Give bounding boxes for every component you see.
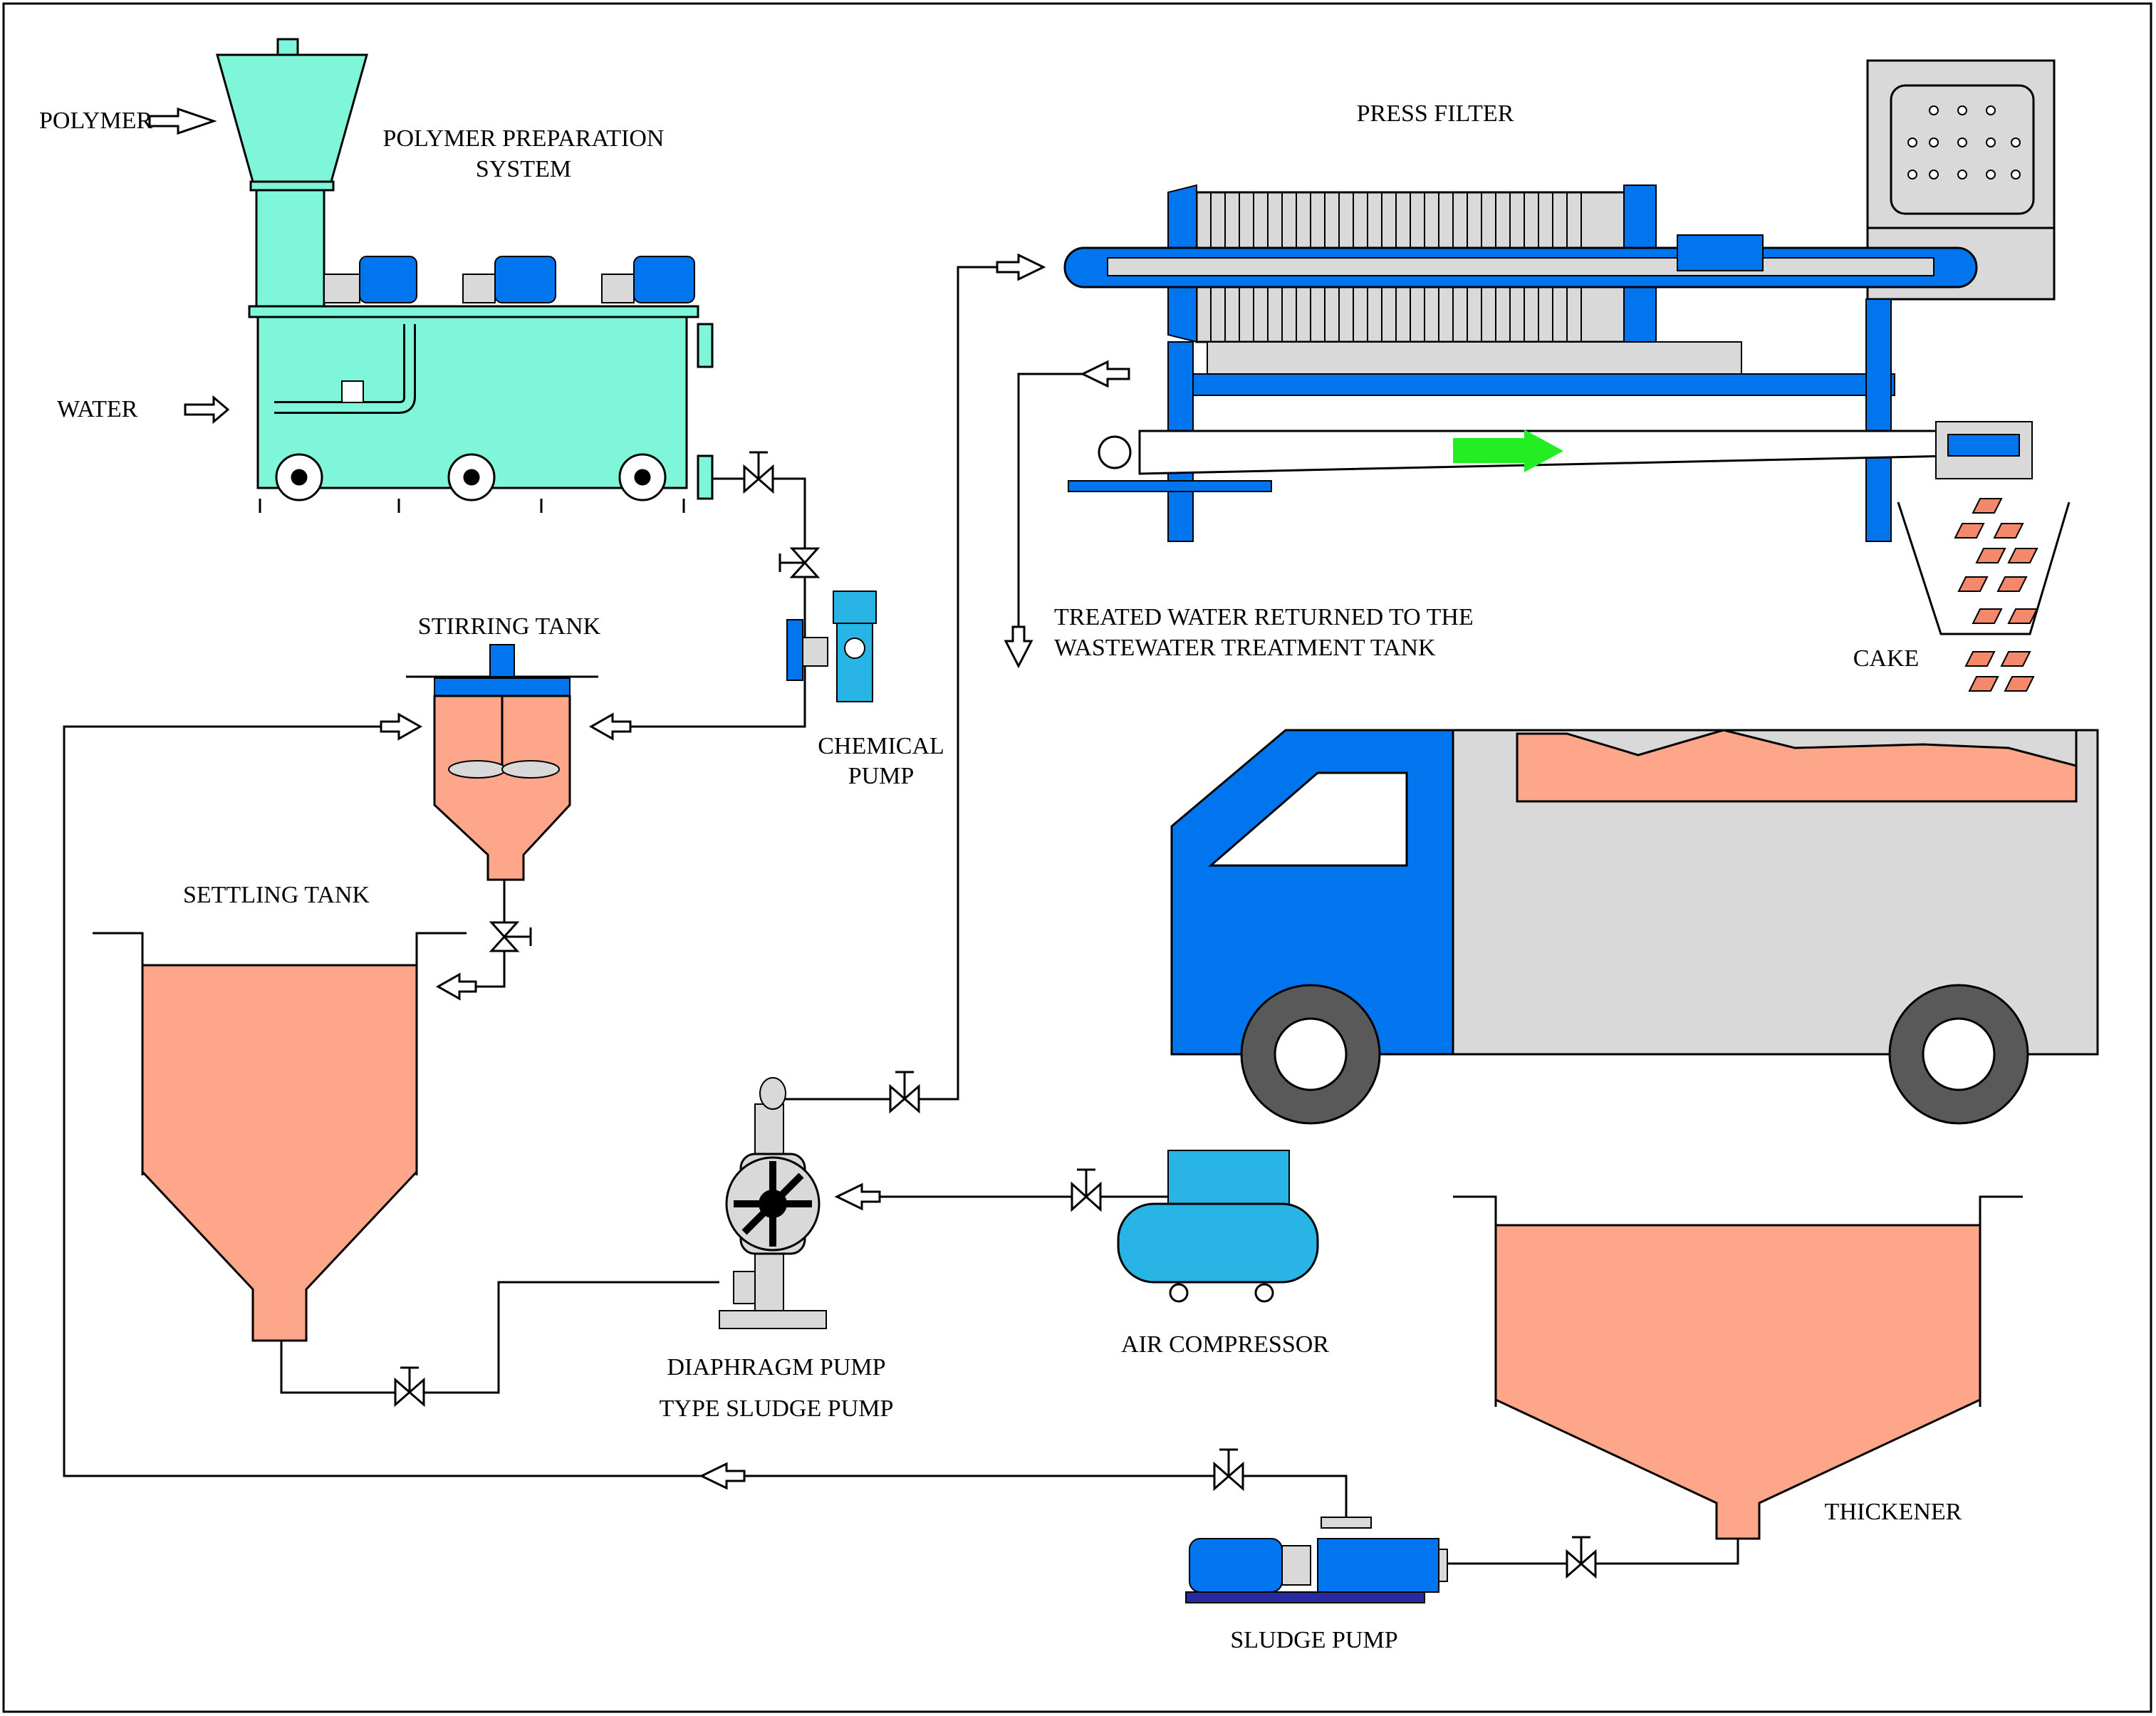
valve-stirring-outlet (489, 921, 532, 952)
label-cake: CAKE (1853, 645, 1920, 672)
agitator-motor-3 (601, 256, 695, 303)
thickener (1453, 1195, 2023, 1540)
air-compressor (1117, 1150, 1319, 1303)
label-polymer-system-line2: SYSTEM (476, 156, 571, 182)
valve-thickener-outlet (1566, 1536, 1597, 1579)
valve-chemical-line (778, 547, 821, 578)
valve-diaphragm-outlet (889, 1071, 920, 1114)
label-sludge-pump: SLUDGE PUMP (1230, 1627, 1397, 1653)
label-polymer-system-line1: POLYMER PREPARATION (383, 125, 665, 152)
valve-polymer-outlet (743, 451, 774, 494)
arrow-treated-water (1080, 360, 1130, 388)
agitator-motor-2 (462, 256, 556, 303)
valve-air-line (1071, 1168, 1102, 1212)
diaphragm-pump (719, 1077, 827, 1329)
label-chemical-pump-line1: CHEMICAL (818, 733, 944, 759)
label-diaphragm-pump-line1: DIAPHRAGM PUMP (667, 1354, 885, 1380)
label-polymer: POLYMER (39, 108, 152, 134)
arrow-to-press (996, 253, 1046, 281)
labels: POLYMER WATER POLYMER PREPARATION SYSTEM… (39, 100, 1962, 1653)
dump-truck (1170, 729, 2099, 1125)
label-treated-water-line1: TREATED WATER RETURNED TO THE (1054, 604, 1474, 630)
label-diaphragm-pump-line2: TYPE SLUDGE PUMP (660, 1395, 894, 1422)
label-thickener: THICKENER (1825, 1499, 1962, 1525)
flow-arrows (148, 107, 1130, 1490)
label-stirring-tank: STIRRING TANK (418, 613, 601, 640)
agitator-motor-1 (323, 256, 417, 303)
conveyor-direction-arrow (1453, 430, 1563, 472)
pipe-thickener-to-sludge-pump (1446, 1539, 1739, 1565)
arrow-return-into-stirring (380, 712, 423, 741)
label-press-filter: PRESS FILTER (1357, 100, 1514, 127)
pipe-return-line (63, 725, 1348, 1517)
polymer-preparation-system (216, 38, 714, 513)
valves (394, 451, 1597, 1579)
pipe-settling-to-diaphragm (280, 1281, 719, 1394)
chemical-pump (786, 591, 877, 702)
pipe-network (63, 266, 1739, 1565)
label-treated-water-line2: WASTEWATER TREATMENT TANK (1054, 635, 1436, 661)
arrow-into-settling (435, 972, 477, 1001)
arrow-treated-water-down (1004, 625, 1033, 669)
press-filter (1063, 59, 2056, 542)
label-chemical-pump-line2: PUMP (848, 763, 915, 789)
valve-return-line (1213, 1448, 1244, 1492)
arrow-polymer-in (148, 107, 217, 135)
stirring-tank (406, 644, 598, 881)
arrow-air-to-diaphragm (834, 1182, 881, 1211)
label-air-compressor: AIR COMPRESSOR (1121, 1331, 1329, 1358)
arrow-into-stirring (588, 712, 632, 741)
settling-tank (93, 932, 467, 1342)
valve-settling-outlet (394, 1366, 425, 1408)
arrow-return-line (699, 1462, 746, 1490)
sludge-pump (1185, 1517, 1448, 1603)
label-settling-tank: SETTLING TANK (183, 882, 370, 908)
arrow-water-in (184, 395, 230, 425)
label-water: WATER (57, 396, 138, 422)
cake-bin (1897, 498, 2071, 692)
